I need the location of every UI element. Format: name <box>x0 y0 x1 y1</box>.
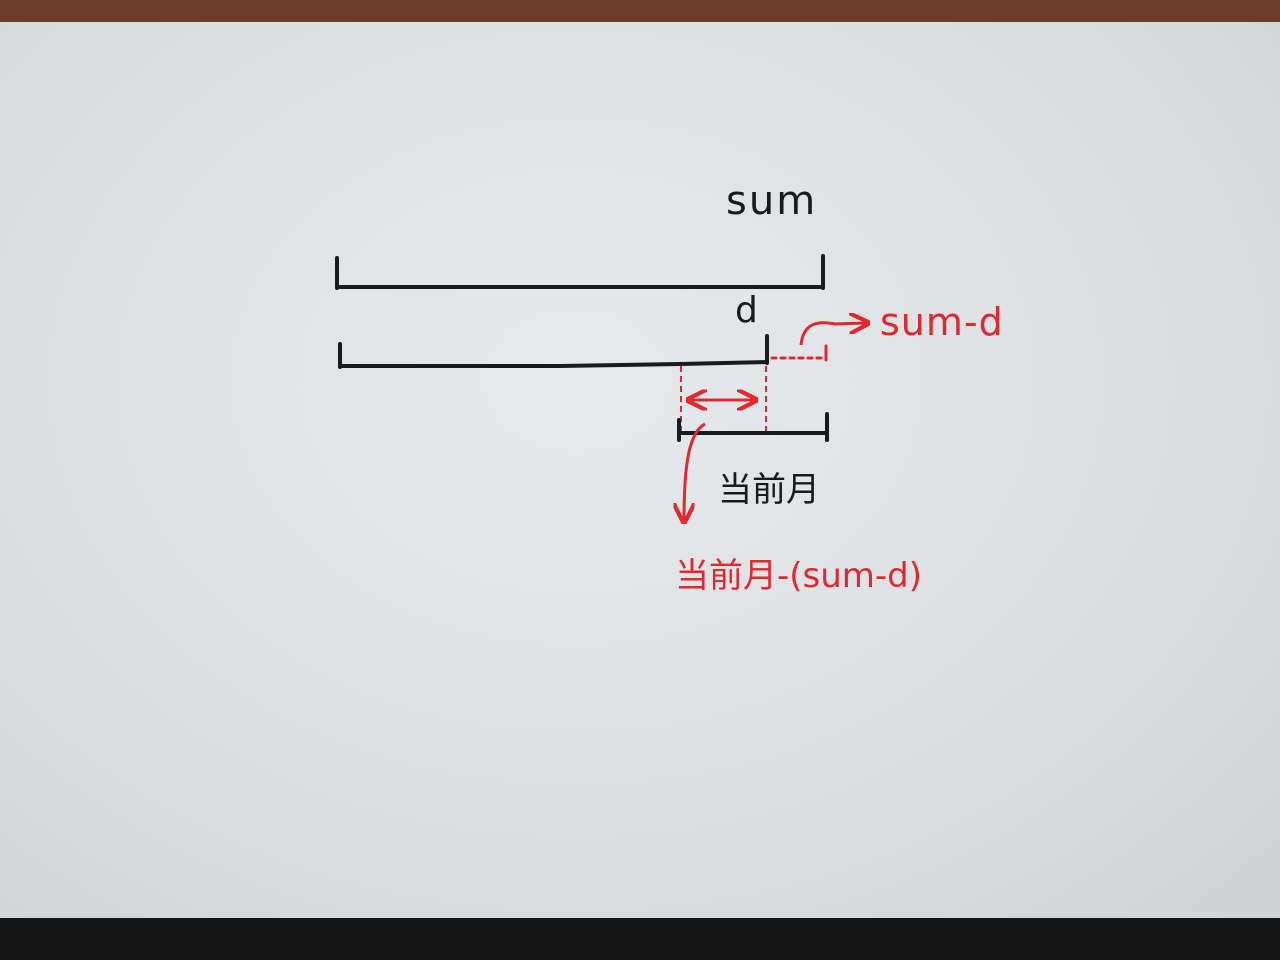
result-arrow <box>684 422 706 520</box>
sum-bar <box>335 254 825 290</box>
current-month-bar <box>677 412 829 442</box>
label-sum-minus-d: sum-d <box>880 300 1004 344</box>
label-sum: sum <box>726 178 818 224</box>
label-current-month: 当前月 <box>718 470 820 510</box>
paper-card <box>0 22 1280 920</box>
d-bar <box>338 334 769 369</box>
table-surface <box>0 918 1280 960</box>
sum-minus-d-extension <box>770 344 828 362</box>
label-current-minus: 当前月-(sum-d) <box>675 556 923 596</box>
label-d: d <box>735 290 758 331</box>
sum-minus-d-arrow <box>799 323 866 346</box>
